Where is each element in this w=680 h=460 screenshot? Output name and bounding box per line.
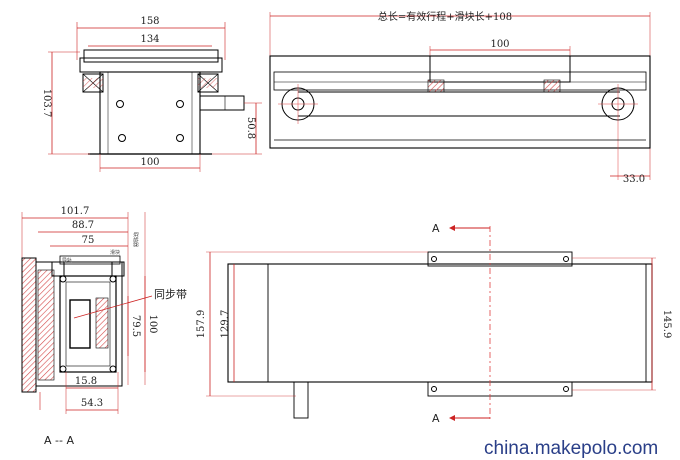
dim-total-length: 总长=有效行程+滑块长+108 [378,10,512,23]
dim-front-height: 103.7 [41,89,52,118]
note-rail: 导轨 [62,257,72,264]
dim-pulley-offset: 33.0 [623,174,645,185]
note-coupling: 联轴器 [132,232,139,247]
section-view: 101.7 88.7 75 同步带 导轨 滑块 联轴器 79.5 [21,206,187,447]
watermark: china.makepolo.com [484,438,658,459]
dim-front-base: 100 [140,157,159,168]
dim-front-width: 158 [140,16,159,27]
section-label: A -- A [44,434,74,447]
dim-top-right-height: 145.9 [661,310,672,339]
dim-section-height-1: 79.5 [130,315,141,337]
dim-section-width-1: 101.7 [61,206,90,217]
dim-section-bottom-1: 15.8 [75,376,97,387]
front-view: 158 134 103.7 [41,16,262,172]
dim-section-width-3: 75 [82,235,95,246]
side-view: 总长=有效行程+滑块长+108 100 33.0 [269,10,651,185]
dim-section-bottom-2: 54.3 [81,398,103,409]
section-mark-bottom: A [432,412,440,425]
label-belt: 同步带 [154,288,187,301]
dim-slider-length: 100 [490,39,509,50]
note-slider: 滑块 [110,249,120,256]
dim-section-height-2: 100 [147,314,158,333]
dim-top-outer-height: 157.9 [196,310,207,339]
section-mark-top: A [432,222,440,235]
dim-shaft-height: 50.8 [245,117,256,139]
dim-front-inner: 134 [140,34,159,45]
top-view: A A 157.9 129.7 145.9 [196,222,672,425]
dim-section-width-2: 88.7 [72,220,94,231]
dim-top-inner-height: 129.7 [220,310,231,339]
